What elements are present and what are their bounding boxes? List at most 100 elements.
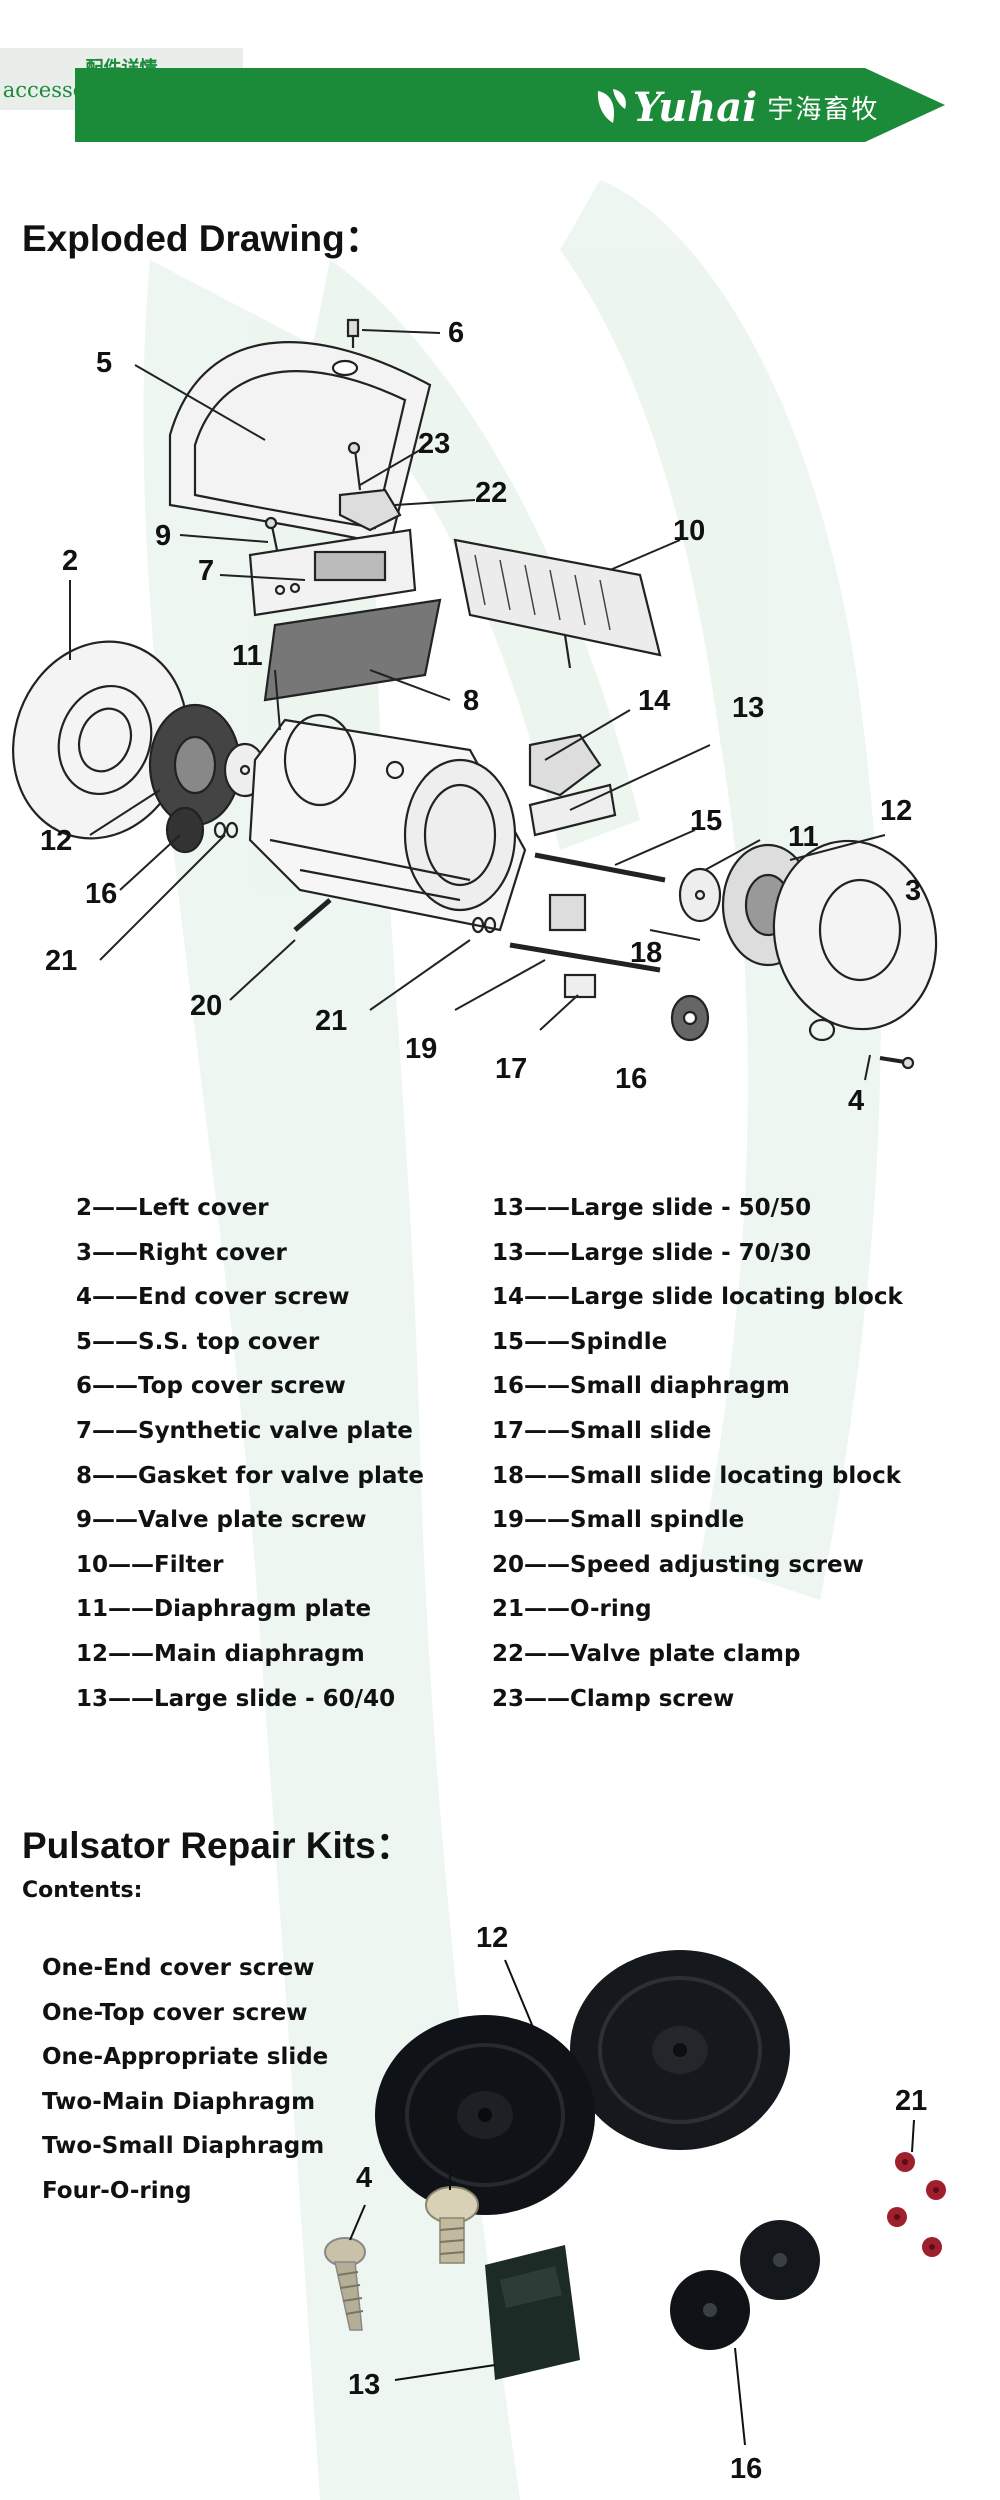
part-item: 2——Left cover bbox=[76, 1195, 269, 1221]
kit-item: Two-Small Diaphragm bbox=[42, 2133, 325, 2160]
callout-22: 22 bbox=[475, 477, 507, 509]
callout-18: 18 bbox=[630, 937, 662, 969]
callout-14: 14 bbox=[638, 685, 670, 717]
part-item: 7——Synthetic valve plate bbox=[76, 1417, 413, 1444]
callout-16: 16 bbox=[85, 878, 117, 910]
valve-plate-clamp-part bbox=[338, 488, 402, 532]
kit-photo: 12 6 4 21 13 16 bbox=[324, 1922, 946, 2485]
kit-item: One-Top cover screw bbox=[42, 1999, 308, 2026]
synthetic-valve-plate-part bbox=[248, 528, 417, 617]
callout-11b: 11 bbox=[788, 821, 819, 853]
part-item: 18——Small slide locating block bbox=[492, 1462, 902, 1489]
part-item: 5——S.S. top cover bbox=[76, 1328, 320, 1355]
valve-plate-screw-part bbox=[264, 516, 280, 556]
right-cover-part bbox=[772, 839, 938, 1042]
exploded-drawing: 6 5 23 22 9 2 7 10 11 8 14 13 12 16 21 1… bbox=[12, 317, 938, 1117]
o-ring-part bbox=[213, 821, 239, 839]
callout-15: 15 bbox=[690, 805, 722, 837]
header-banner bbox=[75, 68, 945, 142]
callout-13: 13 bbox=[732, 692, 764, 724]
small-diaphragm-part bbox=[165, 806, 205, 854]
o-ring-part-2 bbox=[471, 916, 497, 934]
repair-kits-title: Pulsator Repair Kits： bbox=[22, 1825, 413, 1866]
small-spindle-part bbox=[509, 942, 661, 973]
large-slide-part bbox=[528, 783, 617, 837]
callout-3: 3 bbox=[905, 875, 921, 907]
brand-logo: Yuhai 宇海畜牧 bbox=[595, 78, 879, 136]
callout-9: 9 bbox=[155, 520, 171, 552]
kit-callout-13: 13 bbox=[348, 2369, 380, 2401]
small-slide-locating-block-part bbox=[548, 893, 587, 932]
part-item: 8——Gasket for valve plate bbox=[76, 1462, 424, 1489]
callout-20: 20 bbox=[190, 990, 222, 1022]
kit-callout-12: 12 bbox=[476, 1922, 508, 1954]
part-item: 13——Large slide - 50/50 bbox=[492, 1195, 812, 1221]
main-diaphragm-part bbox=[148, 703, 242, 827]
brand-word: Yuhai bbox=[633, 83, 758, 131]
part-item: 13——Large slide - 70/30 bbox=[492, 1239, 812, 1266]
kit-item: Two-Main Diaphragm bbox=[42, 2088, 316, 2115]
part-item: 17——Small slide bbox=[492, 1417, 712, 1444]
callout-2: 2 bbox=[62, 545, 78, 577]
exploded-drawing-title: Exploded Drawing： bbox=[22, 218, 382, 259]
part-item: 15——Spindle bbox=[492, 1328, 668, 1355]
end-cover-screw-part bbox=[879, 1056, 915, 1070]
top-cover-screw-part bbox=[346, 318, 360, 348]
part-item: 14——Large slide locating block bbox=[492, 1284, 903, 1311]
kit-callout-6: 6 bbox=[437, 2108, 453, 2140]
brand-chinese: 宇海畜牧 bbox=[767, 94, 880, 125]
large-slide-photo bbox=[485, 2245, 580, 2380]
o-ring-photo bbox=[887, 2152, 946, 2257]
diaphragm-plate-part-right bbox=[678, 867, 722, 923]
part-item: 10——Filter bbox=[76, 1551, 224, 1578]
leaf-icon bbox=[597, 89, 626, 123]
callout-23: 23 bbox=[418, 428, 450, 460]
filter-part bbox=[453, 538, 662, 669]
part-item: 16——Small diaphragm bbox=[492, 1373, 790, 1400]
kit-callout-21: 21 bbox=[895, 2085, 927, 2117]
callout-19: 19 bbox=[405, 1033, 437, 1065]
callout-17: 17 bbox=[495, 1053, 527, 1085]
spindle-part bbox=[534, 852, 666, 883]
part-item: 20——Speed adjusting screw bbox=[492, 1551, 864, 1578]
top-cover-screw-photo bbox=[425, 2186, 479, 2264]
callout-8: 8 bbox=[463, 685, 479, 717]
kit-item: One-Appropriate slide bbox=[42, 2044, 329, 2071]
callout-5: 5 bbox=[96, 347, 112, 379]
callout-10: 10 bbox=[673, 515, 705, 547]
callout-12: 12 bbox=[40, 825, 72, 857]
part-item: 11——Diaphragm plate bbox=[76, 1596, 372, 1623]
part-item: 4——End cover screw bbox=[76, 1284, 350, 1311]
callout-16b: 16 bbox=[615, 1063, 647, 1095]
main-diaphragm-photo-2 bbox=[375, 2015, 595, 2215]
small-slide-part bbox=[563, 973, 597, 999]
small-diaphragm-photo bbox=[670, 2220, 820, 2350]
end-cover-screw-photo bbox=[324, 2237, 366, 2331]
gasket-part bbox=[263, 598, 442, 702]
kit-item: One-End cover screw bbox=[42, 1955, 315, 1981]
kit-callout-4: 4 bbox=[356, 2162, 372, 2194]
callout-21b: 21 bbox=[315, 1005, 347, 1037]
clamp-screw-part bbox=[347, 441, 362, 491]
part-item: 12——Main diaphragm bbox=[76, 1640, 365, 1667]
kit-callout-16: 16 bbox=[730, 2453, 762, 2485]
callout-11: 11 bbox=[232, 640, 263, 672]
speed-adjusting-screw-part bbox=[293, 898, 332, 932]
parts-list-right: 13——Large slide - 50/50 13——Large slide … bbox=[492, 1186, 903, 1721]
part-item: 22——Valve plate clamp bbox=[492, 1640, 801, 1667]
callout-21: 21 bbox=[45, 945, 77, 977]
part-item: 9——Valve plate screw bbox=[76, 1507, 367, 1534]
callout-6: 6 bbox=[448, 317, 464, 349]
part-item: 13——Large slide - 60/40 bbox=[76, 1685, 396, 1712]
callout-12b: 12 bbox=[880, 795, 912, 827]
pulsator-body-part bbox=[248, 713, 527, 932]
small-diaphragm-part-right bbox=[670, 994, 710, 1042]
contents-label: Contents: bbox=[22, 1878, 143, 1903]
callout-4: 4 bbox=[848, 1085, 864, 1117]
part-item: 23——Clamp screw bbox=[492, 1685, 735, 1712]
part-item: 21——O-ring bbox=[492, 1596, 652, 1623]
part-item: 19——Small spindle bbox=[492, 1507, 745, 1534]
part-item: 3——Right cover bbox=[76, 1239, 287, 1266]
kit-item: Four-O-ring bbox=[42, 2177, 192, 2204]
part-item: 6——Top cover screw bbox=[76, 1373, 346, 1400]
